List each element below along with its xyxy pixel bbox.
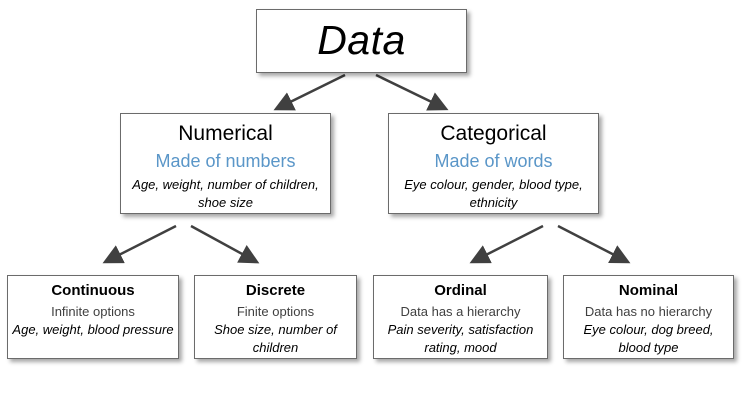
arrow-data-to-categorical: [375, 73, 449, 111]
ordinal-box: Ordinal Data has a hierarchy Pain severi…: [373, 275, 548, 359]
arrow-categorical-to-ordinal: [469, 224, 544, 264]
continuous-title: Continuous: [51, 282, 135, 299]
ordinal-subtitle: Data has a hierarchy: [400, 304, 521, 319]
nominal-title: Nominal: [618, 282, 679, 299]
discrete-title: Discrete: [245, 282, 306, 299]
data-root-box: Data: [256, 9, 467, 73]
arrow-numerical-to-discrete: [190, 224, 260, 264]
nominal-examples: Eye colour, dog breed, blood type: [583, 322, 714, 355]
data-root-title: Data: [317, 17, 406, 63]
numerical-title: Numerical: [178, 122, 273, 145]
discrete-examples: Shoe size, number of children: [214, 322, 337, 355]
continuous-examples: Age, weight, blood pressure: [12, 322, 174, 337]
ordinal-title: Ordinal: [434, 282, 487, 299]
discrete-box: Discrete Finite options Shoe size, numbe…: [194, 275, 357, 359]
categorical-box: Categorical Made of words Eye colour, ge…: [388, 113, 599, 214]
arrow-data-to-numerical: [273, 73, 346, 111]
continuous-box: Continuous Infinite options Age, weight,…: [7, 275, 179, 359]
continuous-subtitle: Infinite options: [51, 304, 135, 319]
numerical-subtitle: Made of numbers: [155, 151, 296, 171]
categorical-title: Categorical: [440, 122, 547, 145]
categorical-subtitle: Made of words: [434, 151, 553, 171]
ordinal-examples: Pain severity, satisfaction rating, mood: [387, 322, 534, 355]
numerical-box: Numerical Made of numbers Age, weight, n…: [120, 113, 331, 214]
categorical-examples: Eye colour, gender, blood type, ethnicit…: [404, 177, 583, 210]
arrow-categorical-to-nominal: [557, 224, 631, 264]
nominal-box: Nominal Data has no hierarchy Eye colour…: [563, 275, 734, 359]
discrete-subtitle: Finite options: [236, 304, 315, 319]
arrow-numerical-to-continuous: [102, 224, 177, 264]
nominal-subtitle: Data has no hierarchy: [584, 304, 713, 319]
numerical-examples: Age, weight, number of children, shoe si…: [132, 177, 319, 210]
